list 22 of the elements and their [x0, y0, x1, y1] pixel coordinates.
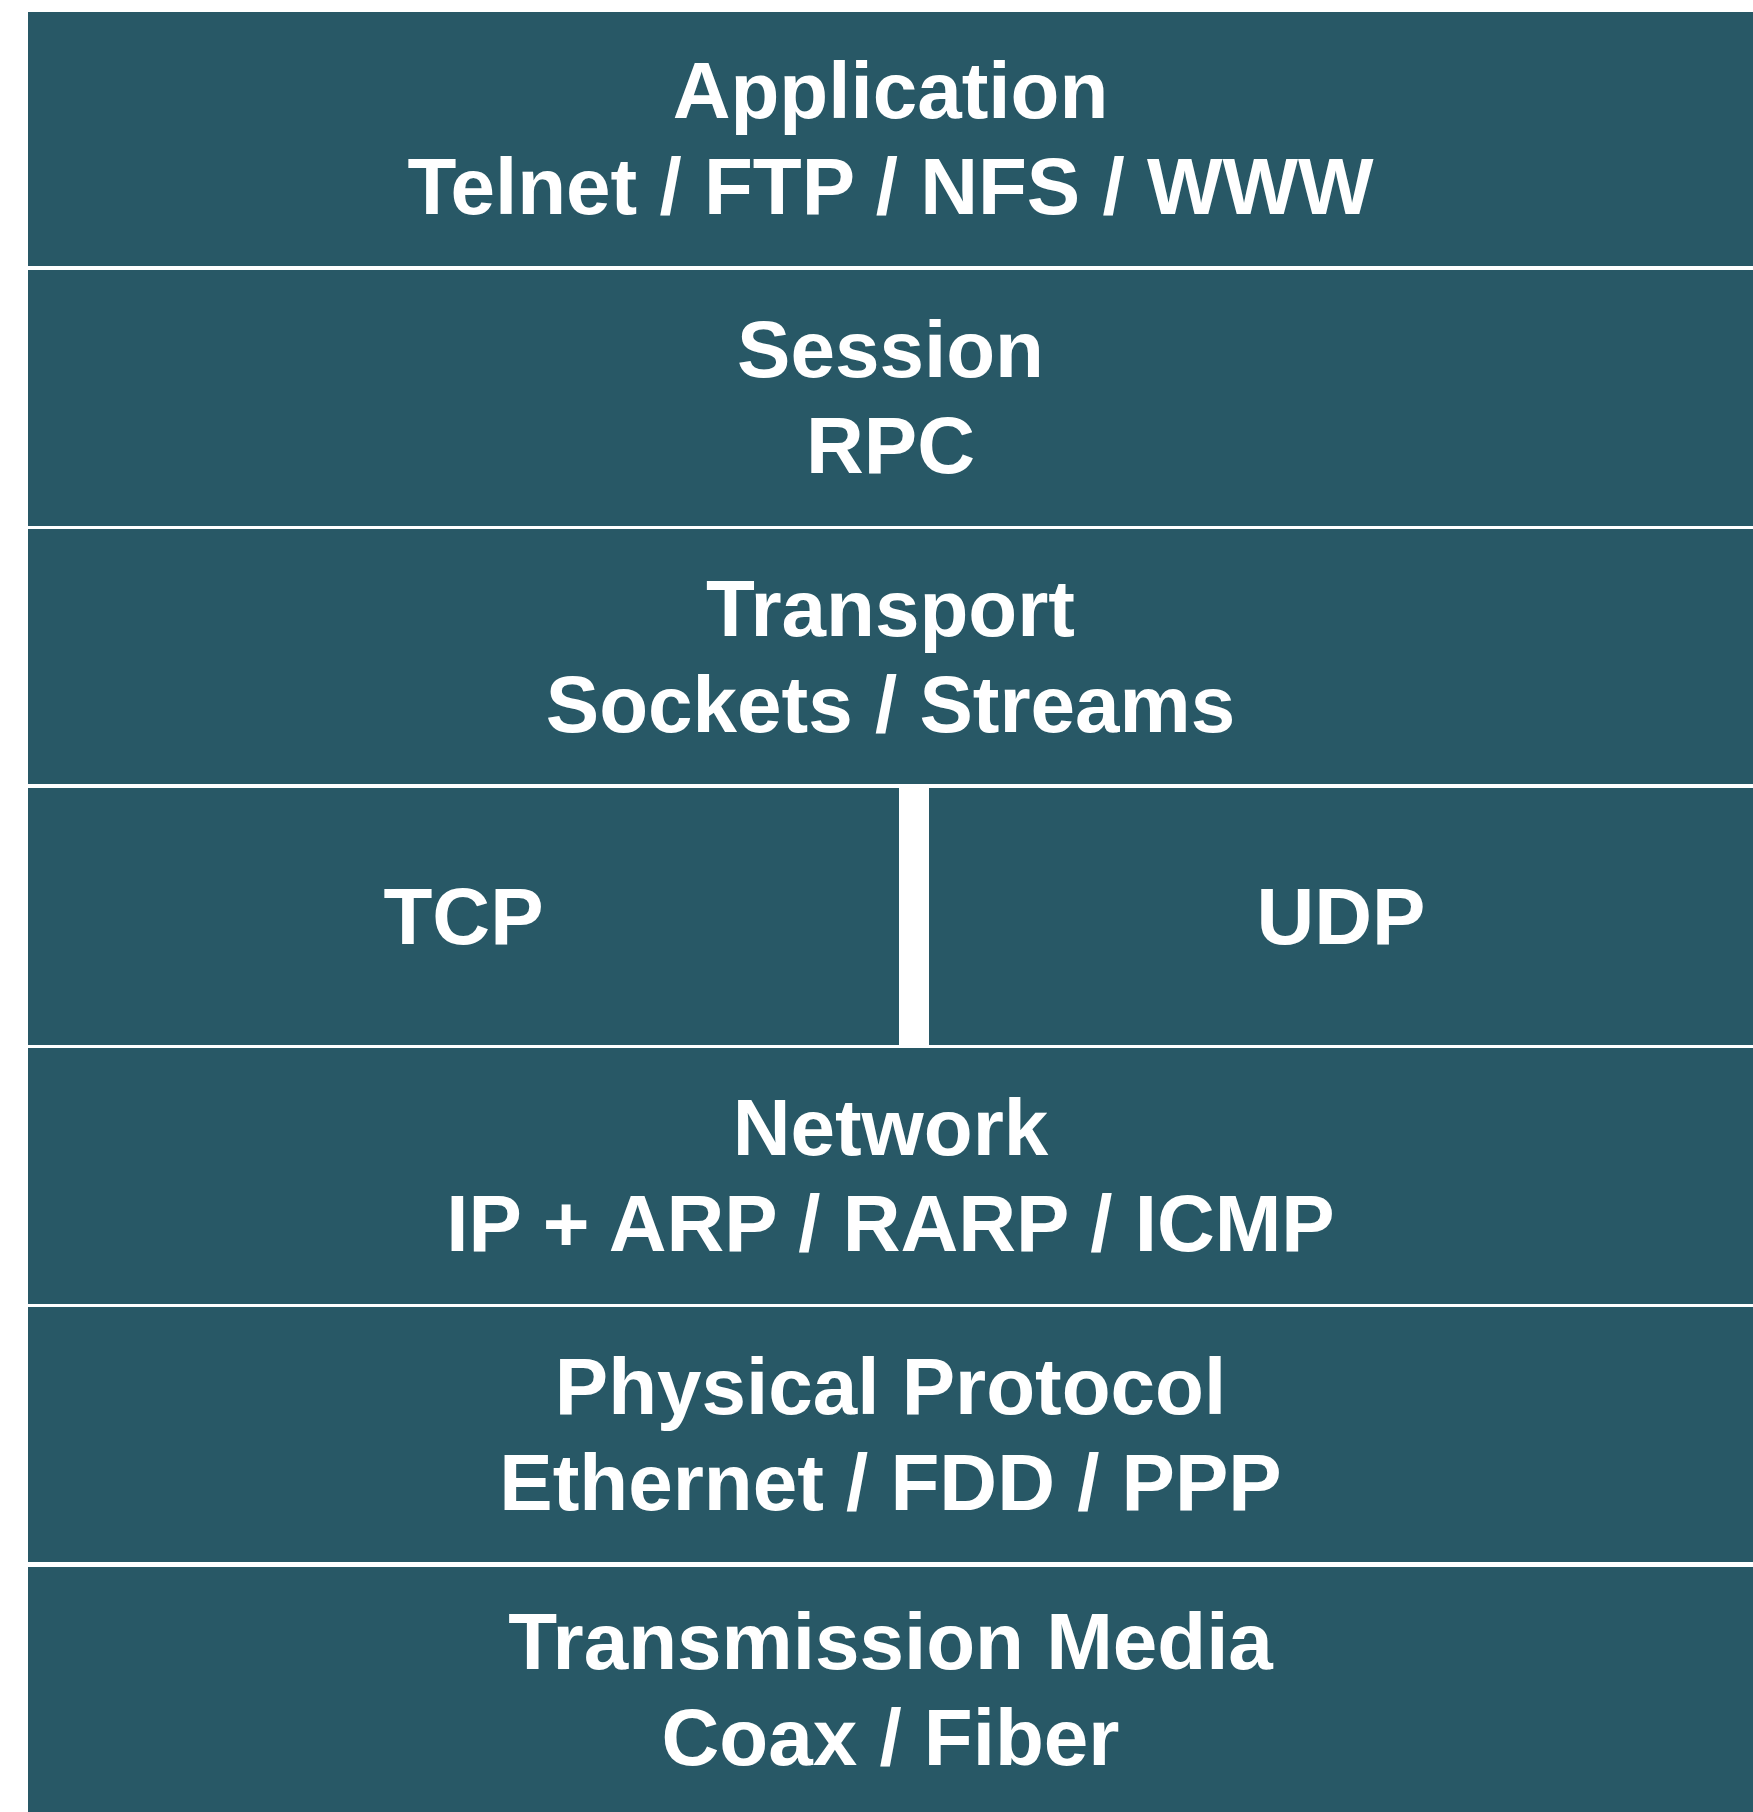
layer-name: TCP: [383, 870, 544, 963]
protocol-list: IP + ARP / RARP / ICMP: [446, 1176, 1335, 1272]
layer-name: Physical Protocol: [554, 1340, 1227, 1433]
protocol-list: Telnet / FTP / NFS / WWW: [407, 139, 1374, 235]
layer-band: [28, 1307, 1753, 1562]
layer-band: [28, 12, 1753, 266]
layer-band: [28, 270, 1753, 526]
layer-band: [28, 1048, 1753, 1304]
layer-band: [929, 788, 1753, 1045]
protocol-list: RPC: [806, 398, 975, 494]
layer-band: [28, 788, 899, 1045]
layer-name: Application: [672, 45, 1109, 137]
layer-name: Session: [737, 304, 1044, 396]
protocol-list: Ethernet / FDD / PPP: [499, 1434, 1282, 1531]
layer-band: [28, 1567, 1753, 1812]
layer-name: Transport: [706, 562, 1075, 655]
layer-band: [28, 529, 1753, 784]
layer-name: Transmission Media: [508, 1595, 1273, 1688]
protocol-list: Coax / Fiber: [661, 1689, 1120, 1786]
layer-name: Network: [732, 1082, 1049, 1174]
layer-name: UDP: [1256, 870, 1426, 963]
protocol-list: Sockets / Streams: [545, 656, 1236, 753]
